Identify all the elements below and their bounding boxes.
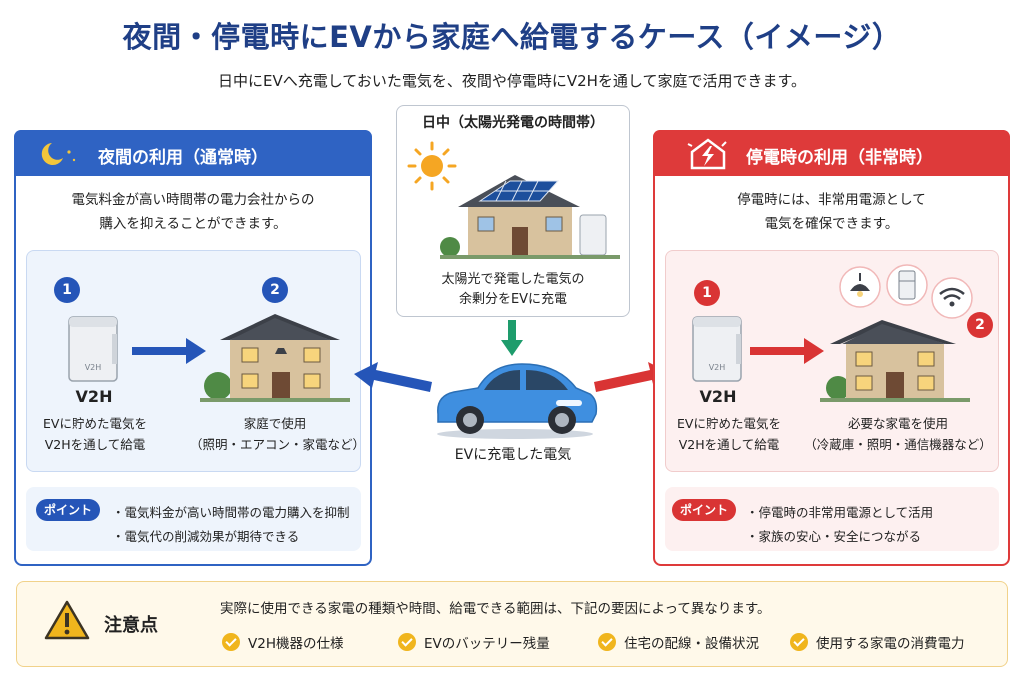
check-icon xyxy=(398,633,416,651)
night-arrow-icon xyxy=(132,338,206,364)
outage-arrow-icon xyxy=(750,338,824,364)
outage-step2-line2: （冷蔵庫・照明・通信機器など） xyxy=(804,437,992,452)
caution-item-1: V2H機器の仕様 xyxy=(222,632,343,652)
caution-item-4: 使用する家電の消費電力 xyxy=(790,632,965,652)
warning-icon xyxy=(44,600,90,640)
page-subtitle: 日中にEVへ充電しておいた電気を、夜間や停電時にV2Hを通して家庭で活用できます… xyxy=(218,72,806,90)
night-v2h-label: V2H xyxy=(75,387,113,406)
sun-icon xyxy=(407,141,457,191)
svg-text:V2H: V2H xyxy=(85,363,102,372)
night-point-2: ・電気代の削減効果が期待できる xyxy=(112,529,300,544)
day-desc-line2: 余剰分をEVに充電 xyxy=(458,292,568,307)
house-night-icon xyxy=(200,314,350,402)
outage-step1-line1: EVに貯めた電気を xyxy=(677,416,781,431)
night-step2-line1: 家庭で使用 xyxy=(243,416,307,431)
check-icon xyxy=(222,633,240,651)
v2h-device-icon: V2H xyxy=(68,316,118,382)
outage-desc-line2: 電気を確保できます。 xyxy=(764,216,899,232)
outage-v2h-label: V2H xyxy=(699,387,737,406)
caution-text: 実際に使用できる家電の種類や時間、給電できる範囲は、下記の要因によって異なります… xyxy=(220,601,771,617)
outage-step2-badge: 2 xyxy=(967,312,993,338)
outage-point-label: ポイント xyxy=(672,499,736,521)
outage-step1-line2: V2Hを通して給電 xyxy=(678,437,780,452)
svg-text:V2H: V2H xyxy=(709,363,726,372)
outage-desc-line1: 停電時には、非常用電源として xyxy=(737,192,926,208)
check-icon xyxy=(790,633,808,651)
caution-title: 注意点 xyxy=(104,615,158,636)
outage-point-2: ・家族の安心・安全につながる xyxy=(746,529,922,544)
ev-car-icon xyxy=(437,363,598,439)
night-desc-line2: 購入を抑えることができます。 xyxy=(99,216,287,232)
house-outage-icon xyxy=(820,320,970,402)
wifi-icon xyxy=(931,277,973,319)
night-panel-title: 夜間の利用（通常時） xyxy=(98,148,268,168)
caution-item-2: EVのバッテリー残量 xyxy=(398,632,550,652)
check-icon xyxy=(598,633,616,651)
night-panel-header xyxy=(14,130,372,176)
fridge-icon xyxy=(886,264,928,306)
caution-item-3: 住宅の配線・設備状況 xyxy=(598,632,759,652)
night-step1-line2: V2Hを通して給電 xyxy=(44,437,146,452)
night-point-1: ・電気料金が高い時間帯の電力購入を抑制 xyxy=(112,505,350,520)
outage-point-1: ・停電時の非常用電源として活用 xyxy=(746,505,934,520)
night-point-label: ポイント xyxy=(36,499,100,521)
power-outage-house-icon xyxy=(687,138,727,170)
charge-arrow-icon xyxy=(501,320,523,356)
lamp-icon xyxy=(839,266,881,308)
page-title: 夜間・停電時にEVから家庭へ給電するケース（イメージ） xyxy=(122,20,902,54)
solar-house-icon xyxy=(440,175,620,259)
v2h-device-outage-icon: V2H xyxy=(692,316,742,382)
night-step2-badge: 2 xyxy=(262,277,288,303)
ev-label: EVに充電した電気 xyxy=(454,447,572,463)
caution-box xyxy=(16,581,1008,667)
night-step2-line2: （照明・エアコン・家電など） xyxy=(190,437,366,452)
moon-icon xyxy=(41,143,76,165)
outage-panel-title: 停電時の利用（非常時） xyxy=(746,148,933,168)
left-arrow-icon xyxy=(354,362,432,392)
day-desc-line1: 太陽光で発電した電気の xyxy=(441,272,585,287)
night-step1-line1: EVに貯めた電気を xyxy=(43,416,147,431)
outage-step1-badge: 1 xyxy=(694,280,720,306)
right-arrow-icon xyxy=(594,362,672,392)
outage-step2-line1: 必要な家電を使用 xyxy=(847,416,948,431)
night-step1-badge: 1 xyxy=(54,277,80,303)
day-title: 日中（太陽光発電の時間帯） xyxy=(422,115,604,131)
night-desc-line1: 電気料金が高い時間帯の電力会社からの xyxy=(71,192,315,208)
